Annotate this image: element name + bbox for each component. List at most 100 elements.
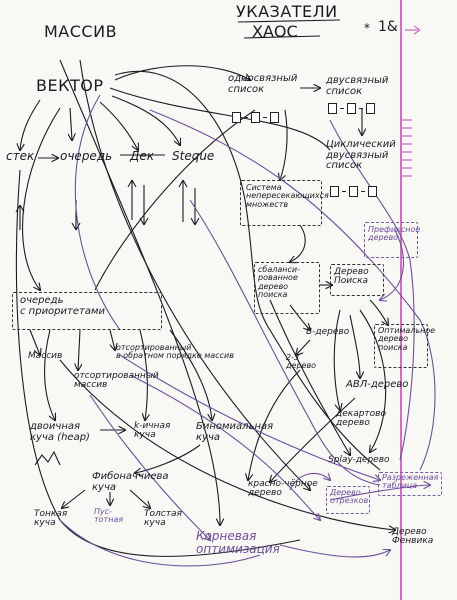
connector-singly-arrays <box>94 109 256 291</box>
node-disjoint-sets: Система непересекающихся множеств <box>246 183 329 209</box>
connector-balanced-btree <box>289 304 310 330</box>
connector-purple-right <box>329 119 415 461</box>
node-sparse-table: Разреженная таблица <box>382 473 439 491</box>
cyclic-list-blocks <box>330 186 377 197</box>
connector-vector-stack <box>20 99 41 150</box>
steque-arrows <box>178 179 200 226</box>
box-segment-tree <box>326 486 370 514</box>
connector-reverse-purple <box>129 374 320 520</box>
connector-purple-loop <box>59 519 261 567</box>
node-binary-heap: двоичная куча (heap) <box>30 421 90 443</box>
margin-dashes <box>402 119 412 177</box>
connector-purple-top <box>149 109 436 471</box>
margin-line <box>400 0 402 600</box>
node-priority-queue: очередь с приоритетами <box>20 295 105 317</box>
connector-priority-array <box>29 329 40 355</box>
title-underline <box>237 19 341 23</box>
connector-priority-binary <box>44 329 55 420</box>
connector-btree-redblack <box>248 369 301 480</box>
doubly-list-blocks <box>328 103 375 114</box>
connector-priority-sorted <box>78 329 80 370</box>
node-array-small: Массив <box>28 351 63 361</box>
node-segment-tree: Дерево отрезков <box>330 488 369 506</box>
node-splay-tree: Splay-дерево <box>328 455 390 465</box>
node-avl-tree: АВЛ-дерево <box>346 379 409 390</box>
box-priority-queue <box>12 292 162 330</box>
connector-sorted-sqrt <box>89 394 210 540</box>
connector-array-fenwick <box>59 359 395 530</box>
node-binomial-heap: Биномиальная куча <box>196 421 274 443</box>
box-balanced-bst <box>254 262 320 314</box>
connector-sqrt-fenwick <box>279 544 390 558</box>
connector-fib-thick <box>129 489 150 508</box>
box-optimal-bst <box>374 324 428 368</box>
node-sorted-array: отсортированный массив <box>74 371 159 391</box>
connector-priority-reverse <box>109 329 115 350</box>
deque-arrows <box>127 179 149 226</box>
box-sparse-table <box>378 472 442 496</box>
node-queue: очередь <box>60 149 113 163</box>
node-sqrt-optimization: Корневая оптимизация <box>196 529 280 556</box>
singly-list-blocks <box>232 112 279 123</box>
connector-heap-sketch <box>34 450 61 466</box>
connector-bst-optimal <box>369 299 388 325</box>
box-bst <box>330 264 384 296</box>
connector-balanced-splay <box>269 299 350 455</box>
connector-long-loop-2 <box>15 169 301 557</box>
node-prefix-tree: Префиксное дерево <box>368 225 421 243</box>
node-steque: Steque <box>172 149 215 163</box>
connector-bst-splay <box>359 309 387 452</box>
connector-disjoint-balanced <box>290 224 306 262</box>
connector-vector-deque <box>99 101 138 150</box>
connector-priority-kheap <box>139 329 147 420</box>
node-arrays: МАССИВ <box>44 22 118 41</box>
node-singly-list: односвязный список <box>228 73 298 95</box>
node-red-black-tree: красно-чёрное дерево <box>248 479 318 499</box>
connector-purple-mid <box>189 199 381 486</box>
page-title: УКАЗАТЕЛИ <box>236 2 338 21</box>
node-thick-heap: Толстая куча <box>144 509 182 529</box>
node-k-heap: k-ичная куча <box>134 421 171 441</box>
struck-word: ХАОС <box>252 22 298 41</box>
node-2-3-tree: 2-3 дерево <box>286 353 317 371</box>
connector-binomial-fib <box>135 444 201 473</box>
connector-sparse-purple <box>329 485 430 501</box>
node-b-tree: В-дерево <box>306 327 350 337</box>
box-disjoint-sets <box>240 180 322 226</box>
node-balanced-bst: сбаланси- рованное дерево поиска <box>258 265 300 300</box>
connector-vector-steque <box>111 95 180 145</box>
connector-vector-queue <box>70 107 72 140</box>
connector-vector-priority <box>22 107 61 290</box>
node-cartesian-tree: декартово дерево <box>336 409 386 429</box>
node-vector: ВЕКТОР <box>36 76 104 95</box>
node-hollow-heap: Пус- тотная <box>94 507 124 525</box>
asterisk-mark: * <box>364 21 370 35</box>
connector-btree-23 <box>296 339 311 355</box>
node-sorted-reverse: отсортированный в обратном порядке масси… <box>116 343 234 361</box>
margin-decoration <box>405 25 421 35</box>
connector-priority-binomial <box>169 329 212 420</box>
node-cyclic-list: Циклический двусвязный список <box>326 139 396 171</box>
strike-line <box>243 35 321 39</box>
node-stack: стек <box>6 149 35 163</box>
connector-fib-thin <box>62 489 86 508</box>
connector-bst-cartesian <box>333 309 340 410</box>
connector-priority-sparse <box>119 354 380 480</box>
node-thin-heap: Тонкая куча <box>34 509 68 529</box>
connector-vector-cyclic <box>109 87 331 151</box>
connector-bst-avl <box>349 314 360 378</box>
connector-segment-purple <box>289 473 330 491</box>
connector-long-loop <box>114 70 381 471</box>
connector-singly-disjoint <box>280 109 288 180</box>
page-mark: 1& <box>378 19 398 35</box>
box-prefix-tree <box>364 222 418 258</box>
node-bst: Дерево Поиска <box>334 267 369 287</box>
node-fenwick-tree: Дерево Фенвика <box>392 527 434 547</box>
connector-vector-singly <box>114 65 250 80</box>
node-doubly-list: двусвязный список <box>326 75 389 97</box>
node-optimal-bst: Оптимальное дерево поиска <box>378 326 436 352</box>
connector-arrays-segment <box>79 59 310 490</box>
connector-prefix-arrow <box>380 229 404 300</box>
